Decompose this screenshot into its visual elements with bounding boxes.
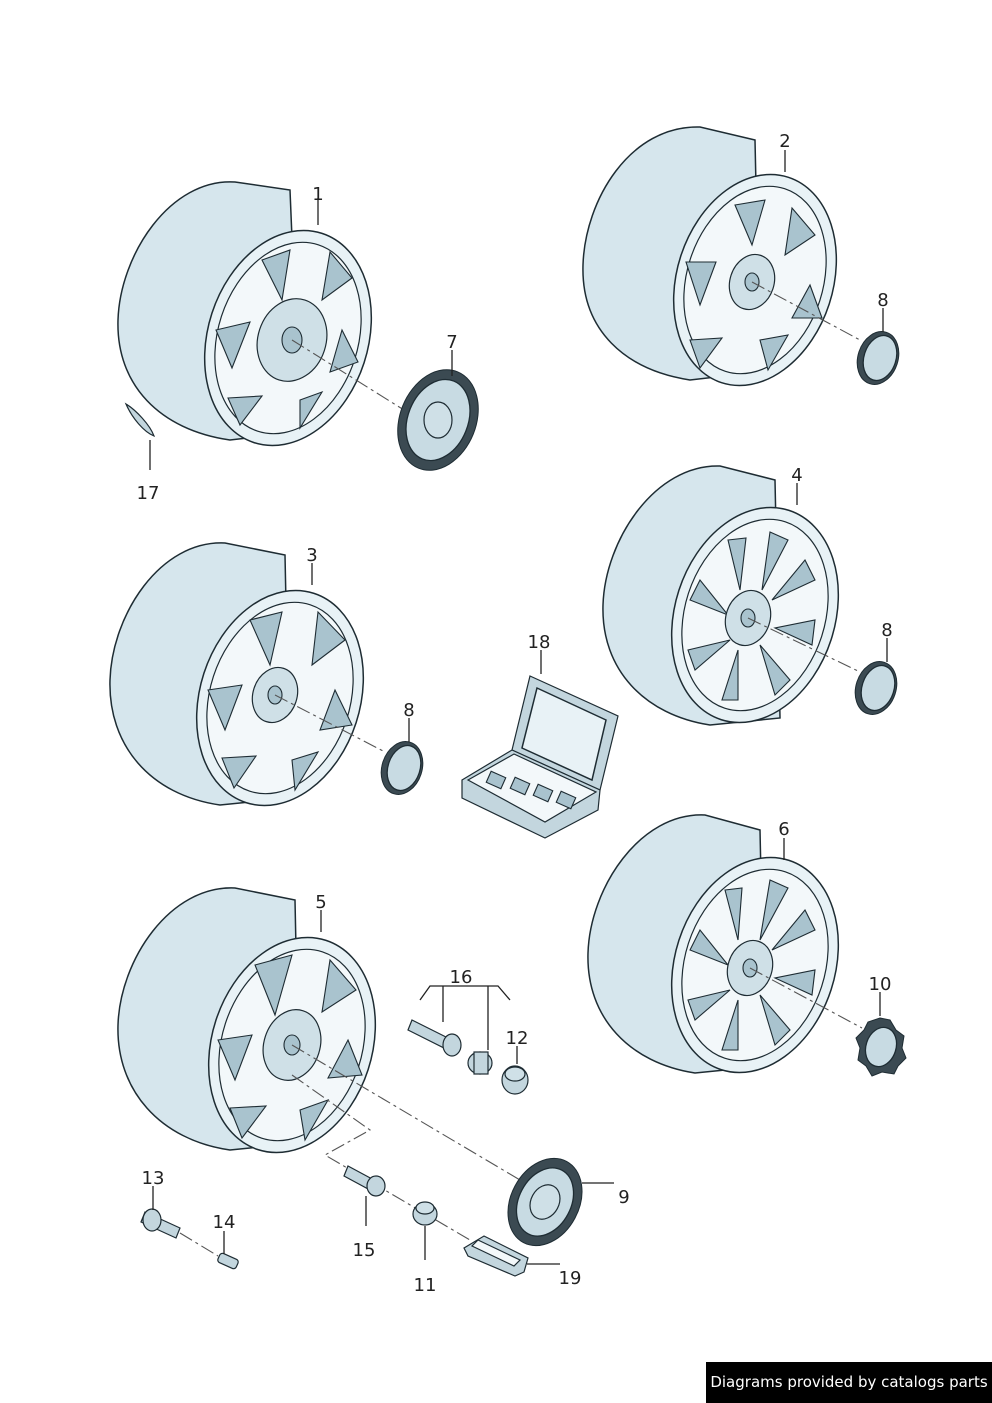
center-cap-8c[interactable] [849,656,904,720]
center-cap-9[interactable] [493,1145,596,1258]
label-8c: 8 [881,620,892,641]
nut-11[interactable] [412,1201,438,1226]
label-13: 13 [142,1168,165,1189]
label-7: 7 [446,332,457,353]
axis-4 [747,617,861,673]
axis-13 [179,1232,219,1257]
label-8b: 8 [403,700,414,721]
label-14: 14 [213,1212,236,1233]
label-10: 10 [869,974,892,995]
label-5: 5 [315,892,326,913]
credit-banner[interactable]: Diagrams provided by catalogs parts [706,1362,992,1403]
label-3: 3 [306,545,317,566]
wheel-1[interactable] [117,181,398,467]
axis-6 [749,967,863,1029]
tool-case-18[interactable] [461,675,619,839]
center-cap-8a[interactable] [851,326,906,390]
label-15: 15 [353,1240,376,1261]
hub-cap-7[interactable] [383,358,492,483]
label-19: 19 [559,1268,582,1289]
label-18: 18 [528,632,551,653]
label-4: 4 [791,465,802,486]
valve-13[interactable] [140,1208,181,1239]
wheel-3[interactable] [109,542,390,827]
axis-5 [291,1044,521,1181]
tool-19[interactable] [463,1235,529,1277]
bolt-15[interactable] [343,1165,386,1197]
wheel-4[interactable] [602,465,865,744]
label-6: 6 [778,819,789,840]
leader-16 [419,985,511,1050]
wheel-bolt-16[interactable] [407,1019,462,1057]
axis-3 [274,694,386,753]
label-11: 11 [414,1275,437,1296]
label-16: 16 [450,967,473,988]
axis-2 [751,281,861,341]
lock-bolt-16[interactable] [467,1051,493,1075]
center-cap-8b[interactable] [375,736,430,800]
label-1: 1 [312,184,323,205]
label-2: 2 [779,131,790,152]
cap-12[interactable] [501,1065,529,1095]
center-cap-10[interactable] [855,1017,907,1077]
label-17: 17 [137,483,160,504]
axis-1 [291,339,421,421]
label-12: 12 [506,1028,529,1049]
wheel-6[interactable] [587,814,865,1094]
wheel-2[interactable] [582,126,863,407]
balance-weight-17[interactable] [124,402,156,438]
valve-cap-14[interactable] [217,1252,239,1270]
axis-5b [291,1074,471,1241]
label-8a: 8 [877,290,888,311]
wheel-5[interactable] [117,887,402,1174]
label-9: 9 [618,1187,629,1208]
